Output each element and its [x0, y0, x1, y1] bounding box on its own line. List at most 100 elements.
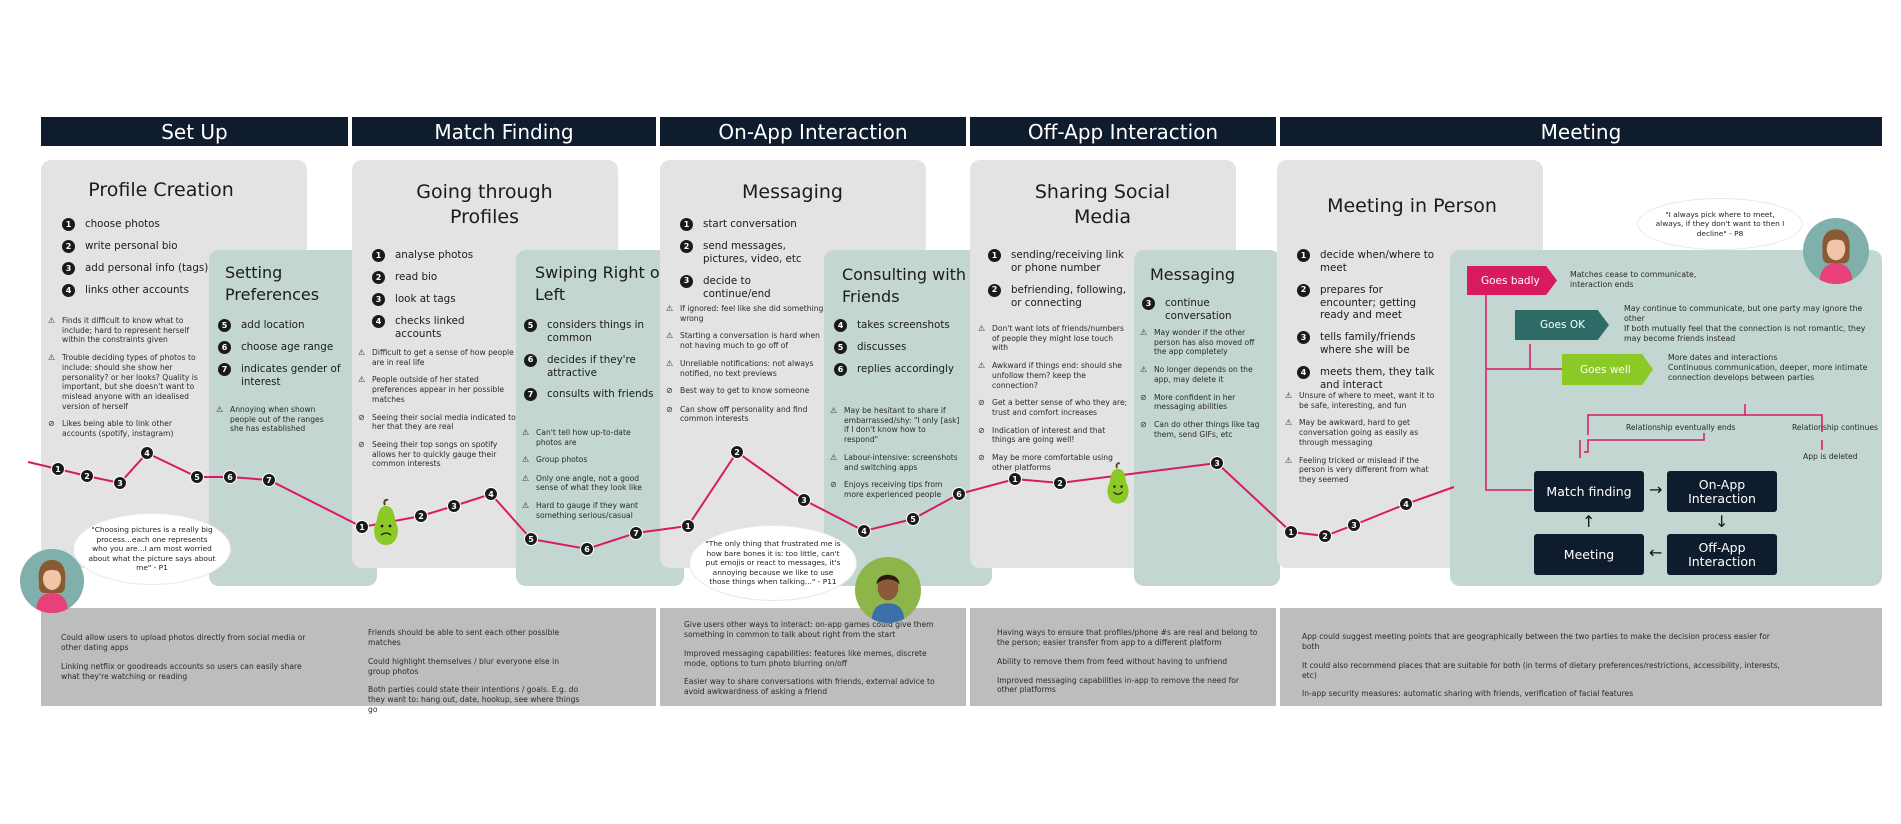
journey-point	[1347, 518, 1361, 532]
arrow-down-icon: ↓	[1715, 512, 1729, 531]
journey-point-label: 4	[144, 449, 150, 458]
journey-point-label: 2	[1057, 479, 1063, 488]
outcome-tag-bad: Goes badly	[1467, 266, 1557, 295]
happy-pear-icon	[1107, 462, 1129, 504]
note-item: ⚠Don't want lots of friends/numbers of p…	[978, 324, 1125, 353]
person-icon	[36, 560, 68, 613]
meeting-in-person-notes: ⚠Unsure of where to meet, want it to be …	[1285, 391, 1435, 493]
recommendation-item: It could also recommend places that are …	[1302, 660, 1780, 680]
recommendations-meeting-block	[1280, 608, 1882, 706]
warning-icon: ⚠	[48, 316, 56, 325]
journey-point	[797, 493, 811, 507]
journey-point	[414, 509, 428, 523]
phase-header-set-up: Set Up	[41, 117, 348, 146]
journey-point-label: 6	[956, 490, 962, 499]
phase-header-on-app: On-App Interaction	[660, 117, 966, 146]
journey-point	[262, 473, 276, 487]
journey-point	[1284, 525, 1298, 539]
recommendation-item: Both parties could state their intention…	[368, 685, 580, 715]
setting-preferences-title: Setting Preferences	[225, 263, 320, 304]
phase-header-match-finding: Match Finding	[352, 117, 656, 146]
journey-point	[1399, 497, 1413, 511]
note-item: ⊘Can do other things like tag them, send…	[1140, 420, 1260, 439]
cycle-meeting: Meeting	[1534, 534, 1644, 575]
check-circle-icon: ⊘	[666, 404, 673, 414]
branch-label-deleted: App is deleted	[1803, 452, 1858, 461]
cycle-on-app-interaction: On-App Interaction	[1667, 471, 1777, 512]
outcome-desc-well: More dates and interactions Continuous c…	[1668, 353, 1868, 382]
journey-point	[681, 519, 695, 533]
warning-icon: ⚠	[978, 361, 986, 371]
messaging-off-app-notes: ⚠May wonder if the other person has also…	[1140, 328, 1268, 447]
branch-label-ends: Relationship eventually ends	[1626, 423, 1736, 432]
note-item: ⚠Labour-intensive: screenshots and switc…	[830, 452, 958, 472]
note-item: ⊘Likes being able to link other accounts…	[48, 419, 174, 439]
journey-point-label: 1	[359, 523, 365, 532]
journey-point	[190, 470, 204, 484]
journey-point	[857, 524, 871, 538]
check-circle-icon: ⊘	[1140, 420, 1147, 430]
sharing-social-notes: ⚠Don't want lots of friends/numbers of p…	[978, 324, 1128, 481]
journey-point-label: 2	[1322, 532, 1328, 541]
note-item: ⊘Best way to get to know someone	[666, 386, 810, 396]
warning-icon: ⚠	[978, 324, 986, 333]
messaging-on-app-title: Messaging	[742, 181, 843, 203]
recommendation-item: Could highlight themselves / blur everyo…	[368, 656, 560, 676]
phase-header-off-app: Off-App Interaction	[970, 117, 1276, 146]
person-icon	[871, 574, 905, 623]
meeting-in-person-title: Meeting in Person	[1327, 195, 1497, 217]
warning-icon: ⚠	[666, 358, 674, 368]
journey-point-label: 2	[418, 512, 424, 521]
journey-point-label: 6	[227, 473, 233, 482]
note-item: ⚠People outside of her stated preference…	[358, 375, 505, 404]
arrow-up-icon: ↑	[1582, 512, 1596, 531]
recommendations-setup-block	[41, 608, 656, 706]
journey-point	[1008, 472, 1022, 486]
quote-bubble-p1: "Choosing pictures is a really big proce…	[74, 514, 230, 584]
journey-point	[952, 487, 966, 501]
journey-point	[730, 445, 744, 459]
recommendation-item: Improved messaging capabilities in-app t…	[997, 675, 1240, 695]
note-item: ⊘Indication of interest and that things …	[978, 425, 1106, 445]
journey-point	[355, 520, 369, 534]
note-item: ⚠May be awkward, hard to get conversatio…	[1285, 418, 1419, 447]
journey-point	[484, 487, 498, 501]
recommendations-onapp: Give users other ways to interact: on-ap…	[684, 620, 946, 706]
messaging-on-app-notes: ⚠If ignored: feel like she did something…	[666, 304, 824, 432]
note-item: ⊘Get a better sense of who they are; tru…	[978, 398, 1128, 418]
warning-icon: ⚠	[830, 452, 838, 462]
journey-point-label: 5	[910, 515, 916, 524]
arrow-right-icon: →	[1649, 480, 1663, 499]
phase-header-meeting: Meeting	[1280, 117, 1882, 146]
setting-preferences-card	[209, 250, 377, 586]
consulting-friends-notes: ⚠May be hesitant to share if embarrassed…	[830, 406, 960, 508]
note-item: ⚠Annoying when shown people out of the r…	[216, 405, 324, 434]
warning-icon: ⚠	[522, 501, 530, 511]
note-item: ⚠Starting a conversation is hard when no…	[666, 331, 820, 351]
sharing-social-title: Sharing Social Media	[1034, 181, 1171, 228]
going-through-profiles-title: Going through Profiles	[416, 181, 553, 228]
note-item: ⚠Unreliable notifications: not always no…	[666, 358, 814, 378]
recommendation-item: Easier way to share conversations with f…	[684, 677, 935, 697]
note-item: ⚠No longer depends on the app, may delet…	[1140, 365, 1253, 384]
outcome-tag-well: Goes well	[1562, 354, 1653, 385]
warning-icon: ⚠	[1285, 418, 1293, 428]
